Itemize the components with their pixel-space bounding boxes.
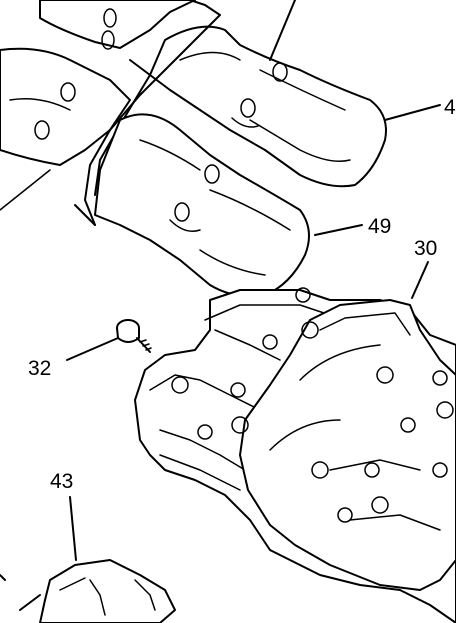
- callout-49: 49: [368, 215, 391, 238]
- leader-lines: [66, 0, 441, 561]
- callout-30: 30: [414, 237, 437, 260]
- gasket-band: [74, 0, 221, 226]
- bolt-32: [116, 319, 152, 353]
- callout-4: 4: [444, 96, 456, 119]
- part-43-bracket: [0, 559, 176, 623]
- upper-heat-shield: [39, 0, 387, 188]
- callout-43: 43: [50, 470, 73, 493]
- left-cover-fragment: [0, 47, 131, 211]
- head-bolts: [171, 287, 454, 523]
- callout-32: 32: [28, 357, 51, 380]
- cylinder-head-assembly: [134, 287, 456, 623]
